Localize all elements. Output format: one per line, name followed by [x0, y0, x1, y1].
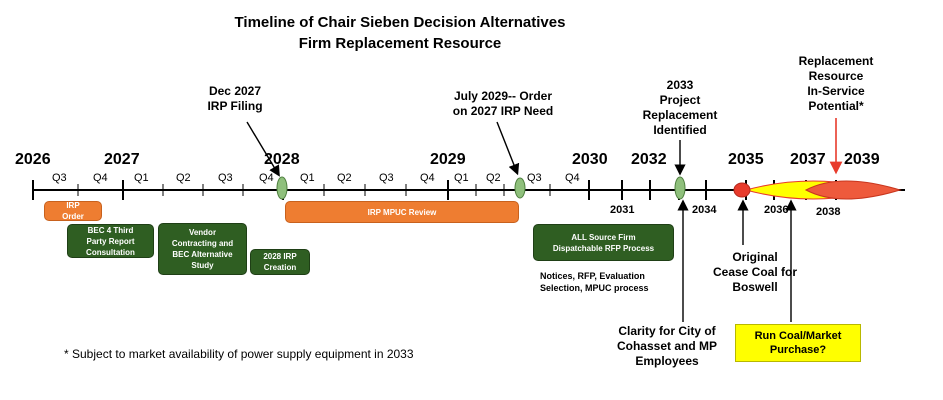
- quarter-label: Q2: [486, 172, 501, 184]
- quarter-label: Q3: [379, 172, 394, 184]
- clarity-annotation: Clarity for City of Cohasset and MP Empl…: [602, 324, 732, 369]
- year-label-2034: 2034: [692, 204, 717, 216]
- july2029-arrow: [496, 121, 520, 176]
- year-label-2035: 2035: [728, 151, 764, 168]
- quarter-label: Q2: [337, 172, 352, 184]
- year-label-2039: 2039: [844, 151, 880, 168]
- irp-2028-box: 2028 IRP Creation: [250, 249, 310, 275]
- p2033-line2: Project: [659, 93, 701, 107]
- vendor-line4: Study: [191, 261, 214, 270]
- bec4-line3: Consultation: [86, 247, 135, 257]
- chart-title-line1: Timeline of Chair Sieben Decision Altern…: [234, 14, 566, 31]
- bec4-line1: BEC 4 Third: [87, 225, 134, 235]
- year-label-2028: 2028: [264, 151, 300, 168]
- quarter-label: Q1: [300, 172, 315, 184]
- quarter-label: Q4: [259, 172, 274, 184]
- clarity-line3: Employees: [635, 354, 699, 368]
- july2029-line1: July 2029-- Order: [453, 89, 553, 103]
- in-service-ellipse: [804, 180, 902, 200]
- irp-order-line2: Order: [62, 212, 84, 221]
- run-coal-line2: Purchase?: [769, 344, 827, 356]
- irp2028-line2: Creation: [263, 263, 297, 272]
- quarter-label: Q4: [565, 172, 580, 184]
- orig-line3: Boswell: [732, 280, 778, 294]
- bec4-box: BEC 4 Third Party Report Consultation: [67, 224, 154, 258]
- year-label-2027: 2027: [104, 151, 140, 168]
- quarter-label: Q3: [52, 172, 67, 184]
- july2029-annotation: July 2029-- Order on 2027 IRP Need: [438, 89, 568, 119]
- quarter-label: Q1: [454, 172, 469, 184]
- original-cease-annotation: Original Cease Coal for Boswell: [700, 250, 810, 295]
- irp-order-box: IRP Order: [44, 201, 102, 221]
- quarter-ticks: [77, 184, 551, 196]
- p2033-line3: Replacement: [642, 108, 718, 122]
- bec4-line2: Party Report: [86, 236, 135, 246]
- dec2027-arrow: [246, 121, 280, 177]
- vendor-line2: Contracting and: [171, 239, 234, 248]
- milestone-2029-marker: [514, 177, 526, 199]
- replacement-annotation: Replacement Resource In-Service Potentia…: [786, 54, 886, 114]
- orig-line1: Original: [732, 250, 778, 264]
- irp-mpuc-review-box: IRP MPUC Review: [285, 201, 519, 223]
- irp2028-line1: 2028 IRP: [263, 252, 297, 261]
- year-label-2038: 2038: [816, 206, 841, 218]
- clarity-line1: Clarity for City of: [618, 324, 716, 338]
- quarter-label: Q3: [527, 172, 542, 184]
- dec2027-line2: IRP Filing: [207, 99, 263, 113]
- year-label-2031: 2031: [610, 204, 635, 216]
- repl-line1: Replacement: [798, 54, 874, 68]
- quarter-label: Q2: [176, 172, 191, 184]
- notices-line1: Notices, RFP, Evaluation: [540, 271, 645, 281]
- year-label-2030: 2030: [572, 151, 608, 168]
- milestone-2028-marker: [276, 176, 288, 200]
- quarter-label: Q4: [93, 172, 108, 184]
- year-label-2026: 2026: [15, 151, 51, 168]
- footnote: * Subject to market availability of powe…: [64, 347, 414, 361]
- year-label-2029: 2029: [430, 151, 466, 168]
- notices-note: Notices, RFP, Evaluation Selection, MPUC…: [540, 270, 649, 294]
- clarity-line2: Cohasset and MP: [616, 339, 718, 353]
- vendor-line1: Vendor: [188, 228, 217, 237]
- mpuc-review-label: IRP MPUC Review: [367, 207, 437, 217]
- dec2027-annotation: Dec 2027 IRP Filing: [180, 84, 290, 114]
- allsource-line2: Dispatchable RFP Process: [552, 243, 655, 253]
- original-cease-marker: [733, 182, 751, 198]
- run-coal-line1: Run Coal/Market: [754, 330, 842, 342]
- p2033-line4: Identified: [653, 123, 707, 137]
- repl-line4: Potential*: [808, 99, 864, 113]
- year-label-2036: 2036: [764, 204, 789, 216]
- quarter-label: Q3: [218, 172, 233, 184]
- project-2033-annotation: 2033 Project Replacement Identified: [630, 78, 730, 138]
- run-coal-box: Run Coal/Market Purchase?: [735, 324, 861, 362]
- allsource-line1: ALL Source Firm: [571, 232, 636, 242]
- year-label-2037: 2037: [790, 151, 826, 168]
- repl-line2: Resource: [808, 69, 864, 83]
- chart-title-line2: Firm Replacement Resource: [298, 35, 502, 52]
- all-source-rfp-box: ALL Source Firm Dispatchable RFP Process: [533, 224, 674, 261]
- repl-line3: In-Service: [807, 84, 865, 98]
- july2029-line2: on 2027 IRP Need: [452, 104, 554, 118]
- quarter-label: Q1: [134, 172, 149, 184]
- dec2027-line1: Dec 2027: [208, 84, 262, 98]
- p2033-line1: 2033: [666, 78, 694, 92]
- quarter-label: Q4: [420, 172, 435, 184]
- vendor-box: Vendor Contracting and BEC Alternative S…: [158, 223, 247, 275]
- vendor-line3: BEC Alternative: [172, 250, 233, 259]
- orig-line2: Cease Coal for: [712, 265, 798, 279]
- irp-order-line1: IRP: [66, 201, 80, 210]
- year-label-2032: 2032: [631, 151, 667, 168]
- notices-line2: Selection, MPUC process: [540, 283, 649, 293]
- milestone-2033-marker: [674, 176, 686, 200]
